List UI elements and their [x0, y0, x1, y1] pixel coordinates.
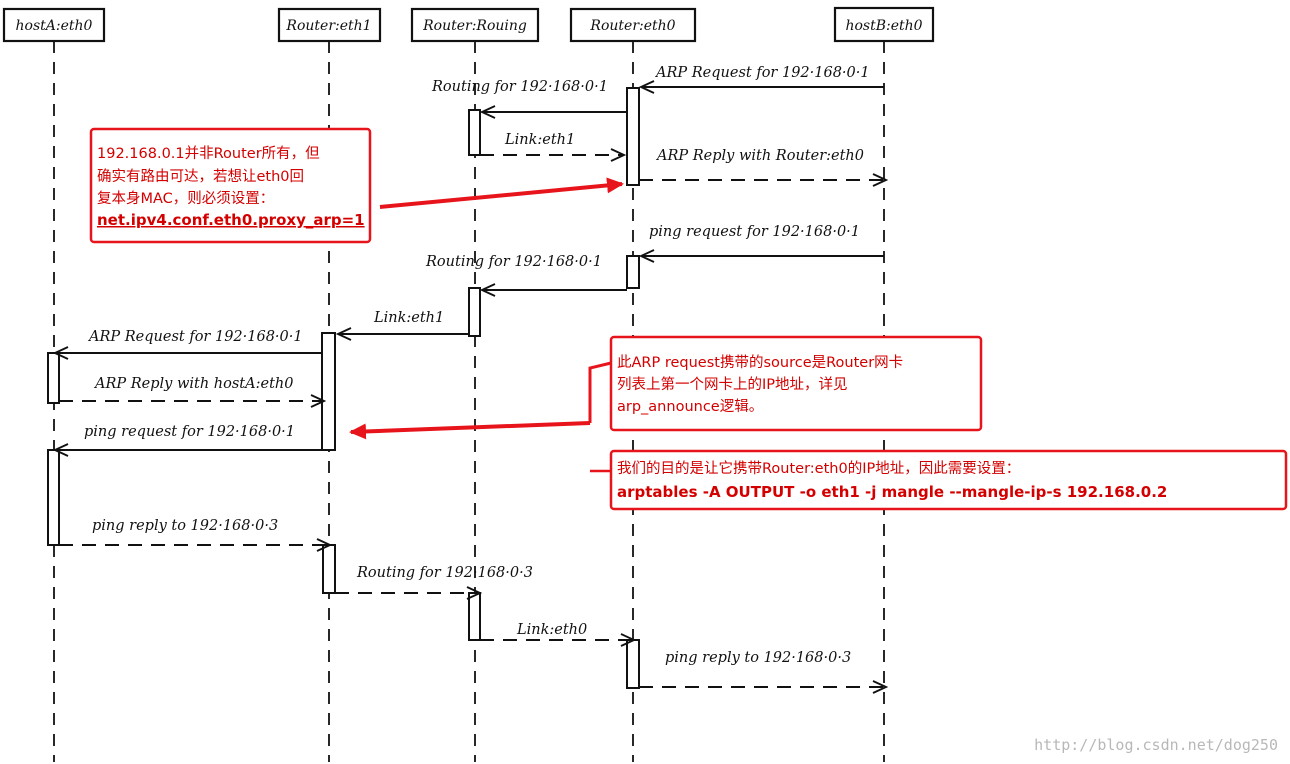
message-label-m11: ping reply to 192·168·0·3: [92, 518, 278, 534]
annotation-mangle: 我们的目的是让它携带Router:eth0的IP地址，因此需要设置： arpta…: [590, 449, 1288, 511]
participant-label: hostB:eth0: [845, 18, 922, 34]
activation-rr-3: [468, 592, 481, 641]
annotation-command: net.ipv4.conf.eth0.proxy_arp=1: [97, 211, 365, 229]
participant-hostB: hostB:eth0: [833, 6, 935, 43]
annotation-arrow: [379, 177, 624, 209]
annotation-arrow: [349, 421, 591, 440]
participant-router-routing: Router:Rouing: [410, 7, 540, 43]
annotation-line: 192.168.0.1并非Router所有，但: [97, 145, 320, 162]
participant-hostA: hostA:eth0: [2, 7, 106, 43]
annotation-line: 列表上第一个网卡上的IP地址，详见: [617, 375, 848, 393]
activation-bars: [47, 87, 640, 689]
activation-hostA-2: [47, 449, 60, 546]
activation-r1-2: [322, 544, 336, 594]
message-label-m5: ping request for 192·168·0·1: [649, 224, 860, 240]
activation-rr-2: [468, 287, 481, 337]
annotation-line: 此ARP request携带的source是Router网卡: [617, 354, 903, 371]
annotation-box: [609, 449, 1288, 511]
annotation-box: [609, 335, 983, 432]
annotation-box: [89, 127, 372, 244]
participant-label: Router:eth1: [285, 18, 371, 34]
message-label-m12: Routing for 192·168·0·3: [356, 565, 533, 581]
message-label-m10: ping request for 192·168·0·1: [84, 424, 295, 440]
annotation-bracket: [588, 361, 612, 423]
message-label-m3: Link:eth1: [504, 132, 575, 148]
activation-r0-3: [626, 639, 640, 689]
participant-label: Router:Rouing: [422, 18, 527, 34]
message-label-m2: Routing for 192·168·0·1: [431, 79, 608, 95]
annotation-line: arp_announce逻辑。: [617, 398, 763, 415]
annotation-line: 复本身MAC，则必须设置：: [97, 189, 274, 207]
activation-r1-1: [321, 332, 336, 451]
annotation-line: 确实有路由可达，若想让eth0回: [97, 168, 304, 185]
participant-router-eth1: Router:eth1: [277, 7, 382, 43]
annotation-proxy-arp: 192.168.0.1并非Router所有，但 确实有路由可达，若想让eth0回…: [89, 127, 624, 244]
message-arrows: [55, 87, 886, 687]
annotation-command: arptables -A OUTPUT -o eth1 -j mangle --…: [617, 483, 1167, 501]
message-label-m8: ARP Request for 192·168·0·1: [87, 329, 303, 345]
message-label-m9: ARP Reply with hostA:eth0: [93, 376, 293, 392]
message-label-m13: Link:eth0: [516, 622, 587, 638]
message-label-m14: ping reply to 192·168·0·3: [665, 650, 851, 666]
message-label-m1: ARP Request for 192·168·0·1: [654, 65, 870, 81]
participant-label: Router:eth0: [589, 18, 675, 34]
activation-r0-1: [626, 87, 640, 186]
participant-label: hostA:eth0: [16, 18, 93, 34]
message-label-m4: ARP Reply with Router:eth0: [655, 148, 864, 164]
activation-rr-1: [468, 109, 481, 156]
activation-r0-2: [626, 255, 640, 289]
watermark: http://blog.csdn.net/dog250: [1034, 736, 1278, 754]
message-label-m6: Routing for 192·168·0·1: [425, 254, 602, 270]
participant-router-eth0: Router:eth0: [569, 7, 697, 43]
annotation-line: 我们的目的是让它携带Router:eth0的IP地址，因此需要设置：: [617, 459, 1020, 477]
annotation-arp-source: 此ARP request携带的source是Router网卡 列表上第一个网卡上…: [349, 335, 983, 440]
message-label-m7: Link:eth1: [373, 310, 444, 326]
activation-hostA-1: [47, 352, 60, 404]
